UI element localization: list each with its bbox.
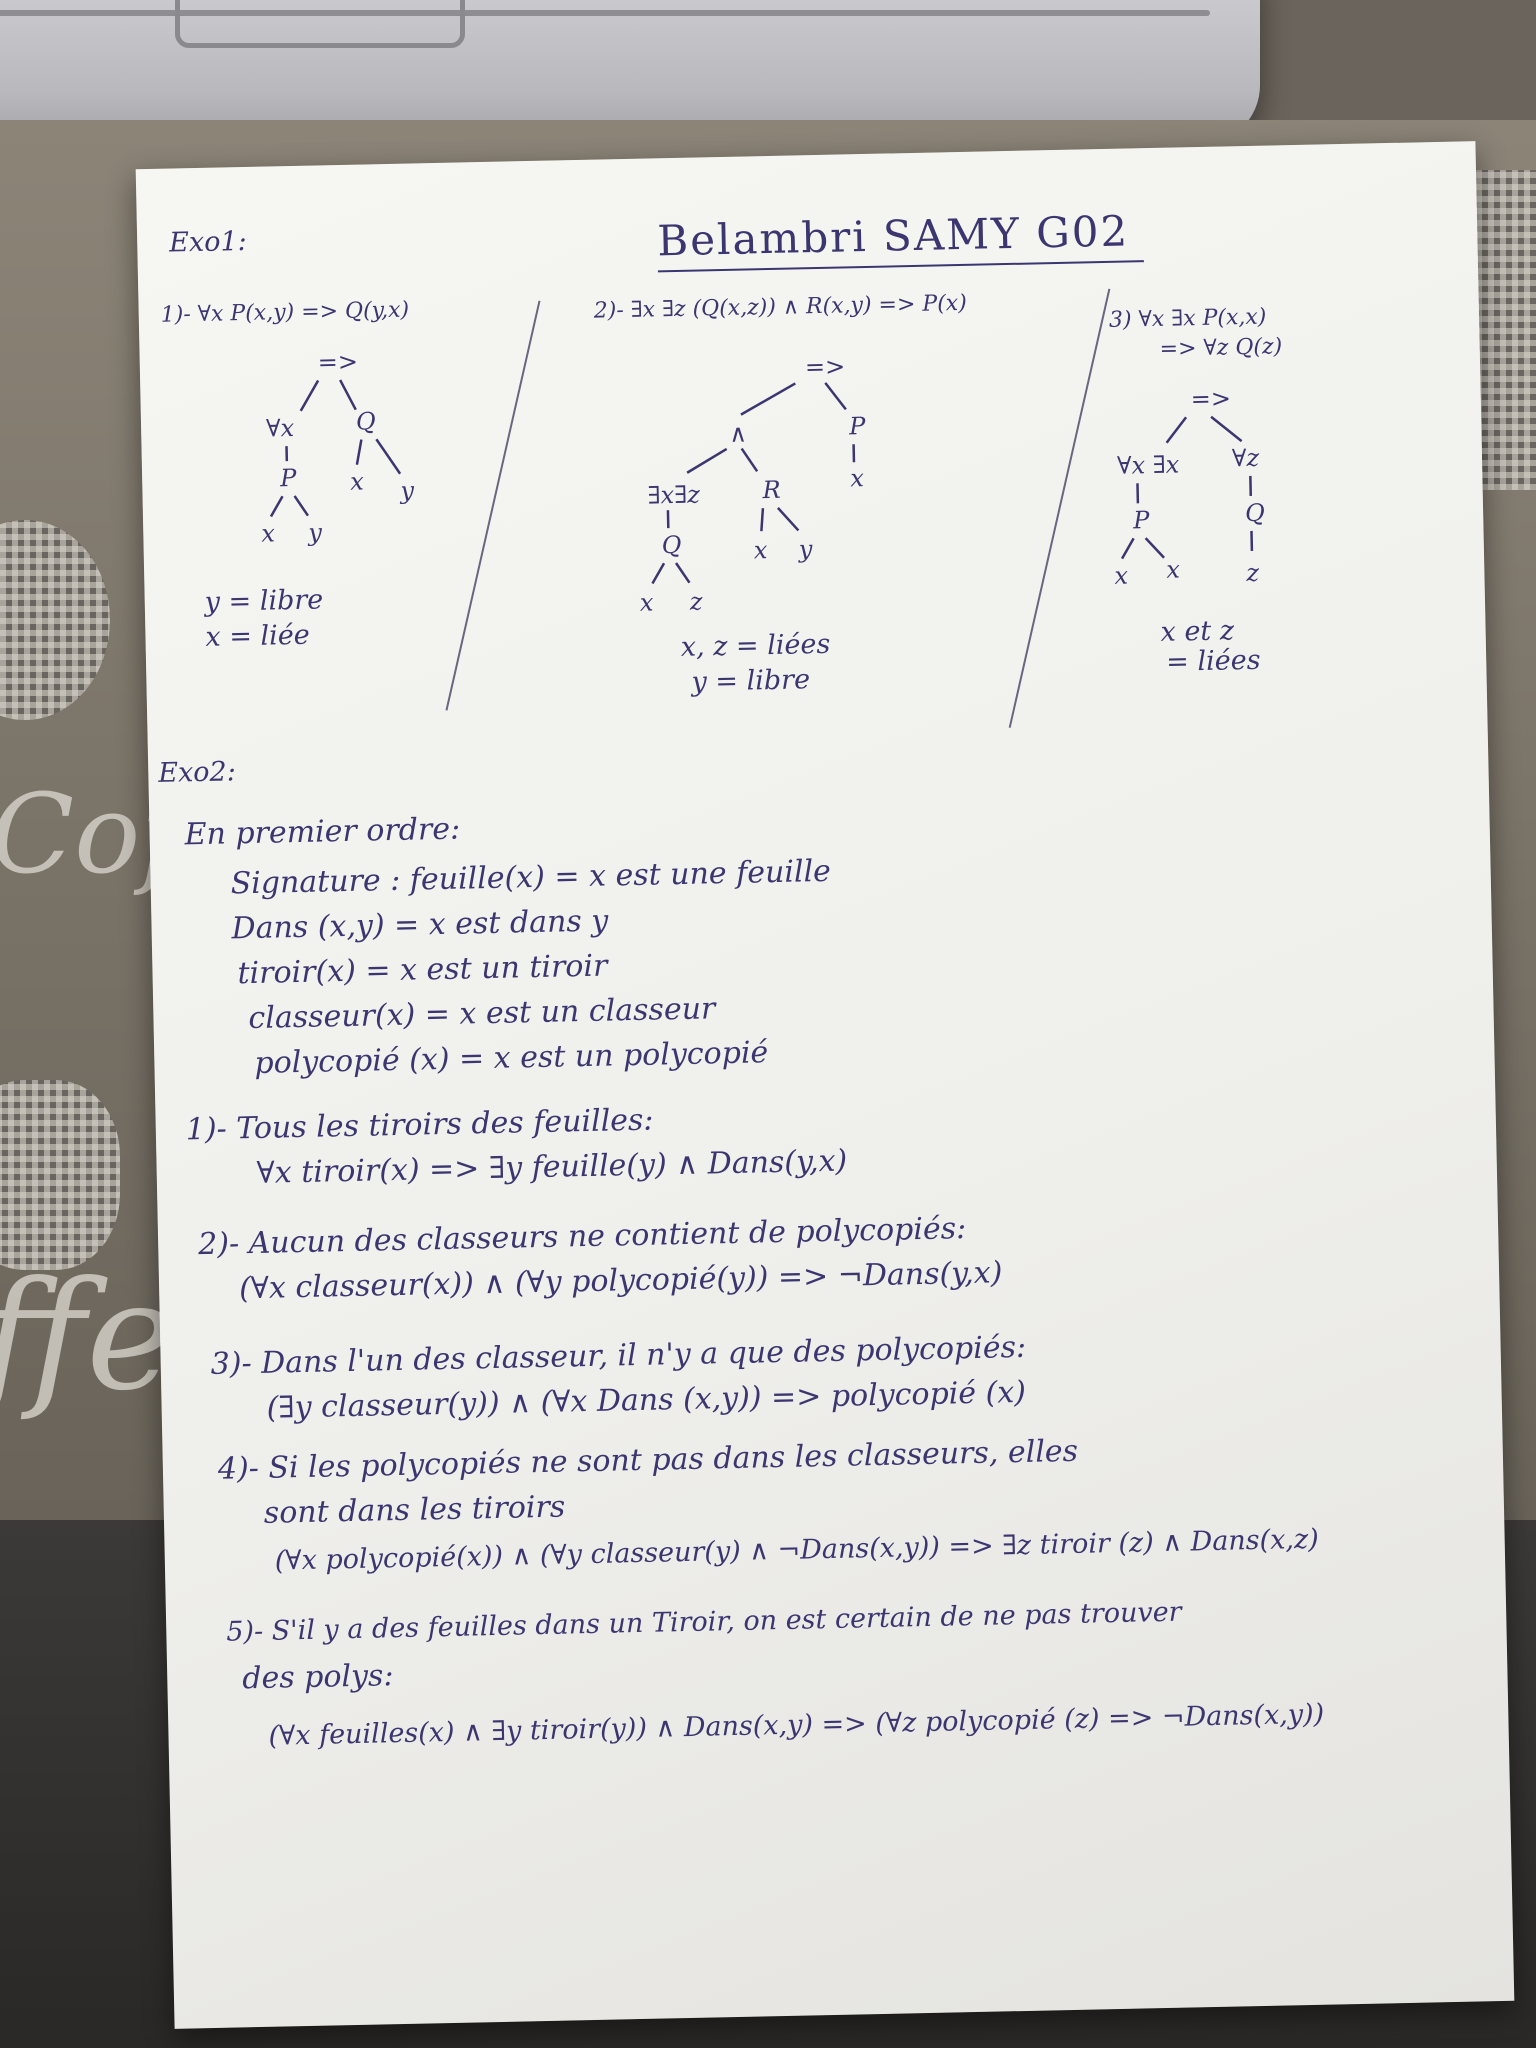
q2-tree-r-arg-y: y [797,535,813,563]
item-5-continuation: des polys: [241,1658,394,1697]
q1-formula: 1)- ∀x P(x,y) => Q(y,x) [160,297,410,328]
q3-formula-line-1: 3) ∀x ∃x P(x,x) [1108,304,1267,333]
coffee-print-bottom: ffe [0,1250,176,1424]
q1-tree-root: => [317,348,358,377]
item-4-statement: 4)- Si les polycopiés ne sont pas dans l… [217,1433,1079,1487]
q3-tree-root: => [1190,384,1231,413]
q3-syntax-tree: => ∀x ∃x ∀z P x x Q z [1114,384,1265,590]
q3-tree-q: Q [1245,499,1265,527]
q1-tree-q-arg-y: y [399,476,415,504]
q2-tree-q-arg-x: x [640,588,655,616]
q2-tree-q-arg-z: z [689,587,704,615]
item-3-statement: 3)- Dans l'un des classeur, il n'y a que… [210,1329,1027,1382]
q2-tree-root: => [805,352,846,381]
q1-tree-q: Q [356,407,376,435]
item-5-formula: (∀x feuilles(x) ∧ ∃y tiroir(y)) ∧ Dans(x… [268,1698,1325,1752]
q2-syntax-tree: => ∧ P x ∃x∃z R Q x z x y [640,352,867,616]
item-2-statement: 2)- Aucun des classeurs ne contient de p… [197,1211,967,1263]
q3-tree-forall-z: ∀z [1232,444,1260,473]
handwritten-sheet: Exo1: Belambri SAMY G02 1)- ∀x P(x,y) =>… [135,141,1515,2029]
item-1-statement: 1)- Tous les tiroirs des feuilles: [185,1102,654,1148]
item-4-continuation: sont dans les tiroirs [263,1489,566,1531]
signature-line-1: Signature : feuille(x) = x est une feuil… [230,853,832,902]
item-4-formula: (∀x polycopié(x)) ∧ (∀y classeur(y) ∧ ¬D… [274,1523,1320,1577]
q2-tree-p: P [848,412,867,440]
q1-bound-variable: x = liée [205,619,311,653]
q3-bound-line-2: = liées [1165,644,1261,678]
q2-tree-and: ∧ [729,419,747,447]
q2-tree-p-arg: x [850,464,865,492]
q1-syntax-tree: => ∀x Q P x y x y [261,348,415,548]
q1-tree-p-arg-x: x [261,519,276,547]
exercise-2-intro: En premier ordre: [184,811,461,853]
exercise-2-title: Exo2: [158,756,237,789]
q2-bound-variables: x, z = liées [680,628,831,663]
column-divider-1 [445,300,541,711]
signature-line-2: Dans (x,y) = x est dans y [231,903,609,947]
q1-free-variable: y = libre [204,584,324,618]
q1-tree-p-arg-y: y [307,518,323,546]
q3-tree-p-arg-2: x [1166,555,1181,583]
item-5-statement: 5)- S'il y a des feuilles dans un Tiroir… [226,1596,1182,1648]
q3-tree-q-arg: z [1245,559,1260,587]
q3-formula-line-2: => ∀z Q(z) [1159,334,1283,362]
q1-tree-p: P [279,464,298,492]
laptop-edge [0,10,1210,16]
q2-formula: 2)- ∃x ∃z (Q(x,z)) ∧ R(x,y) => P(x) [593,290,968,324]
q3-bound-line-1: x et z [1160,615,1235,648]
q2-tree-quantifiers: ∃x∃z [647,480,700,509]
exercise-1-title: Exo1: [168,225,248,259]
gingham-pattern-lower [0,1080,120,1270]
q3-tree-p: P [1132,506,1151,534]
signature-line-5: polycopié (x) = x est un polycopié [254,1035,769,1081]
q3-tree-quantifiers: ∀x ∃x [1117,450,1180,479]
item-3-formula: (∃y classeur(y)) ∧ (∀x Dans (x,y)) => po… [266,1374,1027,1426]
q2-free-variable: y = libre [691,664,811,698]
item-2-formula: (∀x classeur(x)) ∧ (∀y polycopié(y)) => … [238,1255,1003,1307]
laptop-keyboard-outline [175,0,465,48]
signature-line-4: classeur(x) = x est un classeur [248,991,716,1037]
signature-line-3: tiroir(x) = x est un tiroir [237,948,608,992]
author-name: Belambri SAMY G02 [657,206,1144,273]
q1-tree-q-arg-x: x [350,468,365,496]
q3-tree-p-arg-1: x [1114,562,1129,590]
q2-tree-q: Q [661,531,681,559]
item-1-formula: ∀x tiroir(x) => ∃y feuille(y) ∧ Dans(y,x… [256,1143,848,1191]
q1-tree-forall: ∀x [266,414,295,443]
q2-tree-r-arg-x: x [753,536,768,564]
q2-tree-r: R [761,476,781,504]
